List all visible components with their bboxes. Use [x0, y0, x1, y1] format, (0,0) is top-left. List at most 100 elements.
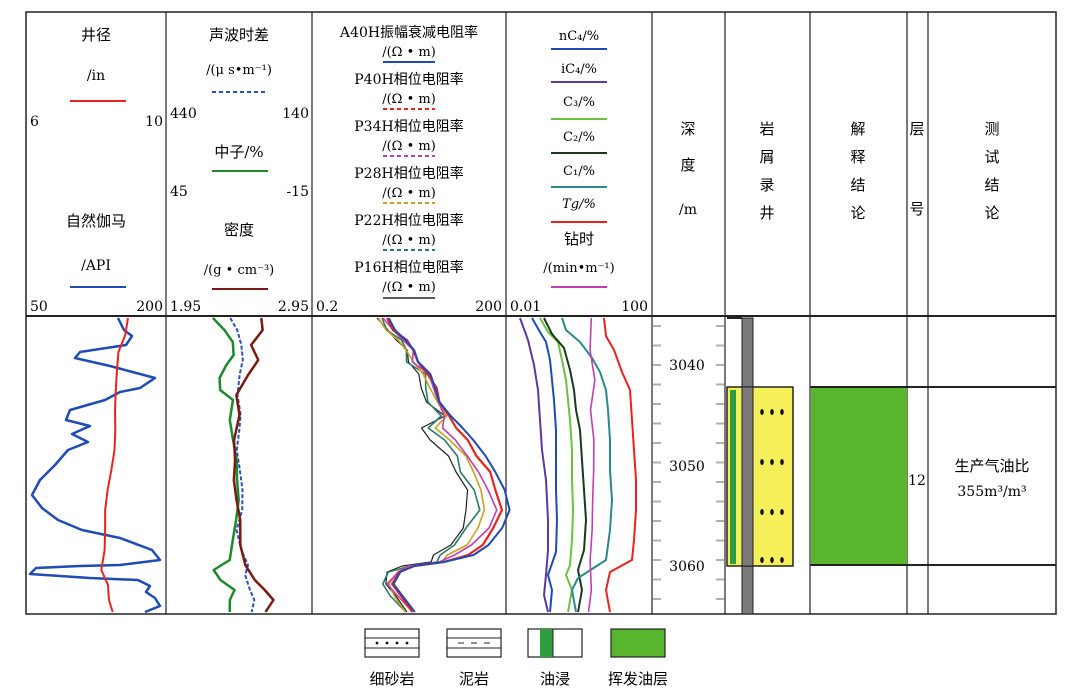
- oil-immersion-strip: [730, 390, 736, 564]
- depth-title: 深度/m: [679, 120, 697, 218]
- gas-curve-6-unit: /(min•m⁻¹): [543, 261, 614, 276]
- legend-oil-immersion-label: 油浸: [540, 670, 570, 688]
- depth-title-char: 度: [680, 156, 695, 174]
- sonic-curve: [229, 317, 256, 613]
- gas-curve-4-name: C₁/%: [563, 164, 595, 179]
- gas-curve-3-name: C₂/%: [563, 130, 595, 145]
- test-title-char: 论: [984, 204, 999, 222]
- res-curve-2-unit: /(Ω • m): [382, 139, 436, 154]
- lithology-title-char: 岩: [759, 120, 774, 138]
- sand-dot: [770, 459, 774, 465]
- gas-curve-6-name: 钻时: [564, 230, 594, 248]
- res-curve-1-unit: /(Ω • m): [382, 92, 436, 107]
- gas-tg: [603, 317, 637, 613]
- res-curve-3-unit: /(Ω • m): [382, 186, 436, 201]
- lithology-title-char: 屑: [759, 148, 774, 166]
- test-title-char: 试: [984, 148, 999, 166]
- neutron-max: -15: [286, 184, 309, 200]
- volatile-oil-layer-box: [811, 388, 907, 565]
- test-conclusion-line1: 生产气油比: [954, 457, 1029, 475]
- res-curve-5-name: P16H相位电阻率: [354, 259, 463, 276]
- sand-dot: [770, 509, 774, 515]
- lithology-column: [726, 317, 794, 615]
- gas-min: 0.01: [510, 299, 541, 315]
- legend-fine-sandstone: 细砂岩: [364, 628, 420, 688]
- gr-title: 自然伽马: [66, 212, 126, 230]
- gas-curve-1-name: iC₄/%: [561, 62, 597, 77]
- layer-title: 层号: [909, 120, 924, 218]
- sand-dot: [780, 409, 784, 415]
- depth-title-char: 深: [680, 120, 695, 138]
- legend: 细砂岩 泥岩 油浸 挥发油层: [364, 628, 668, 688]
- gas-ic4: [519, 317, 549, 613]
- neutron-curve: [211, 317, 240, 613]
- interpretation-title-char: 论: [850, 204, 865, 222]
- layer-title-char: 号: [909, 200, 924, 218]
- res-max: 200: [475, 299, 502, 315]
- interpretation-column: 12 生产气油比 355m³/m³: [810, 386, 1056, 566]
- layer-number: 12: [908, 473, 926, 489]
- depth-title-unit: /m: [679, 202, 697, 218]
- res-curve-0-name: A40H振幅衰减电阻率: [339, 24, 478, 41]
- density-unit: /(g • cm⁻³): [204, 263, 274, 278]
- sand-dot: [760, 557, 764, 563]
- density-curve: [232, 317, 275, 613]
- caliper-min: 6: [30, 114, 39, 130]
- caliper-header: 井径 /in 6 10 自然伽马 /API 50 200: [30, 26, 163, 315]
- test-conclusion-line2: 355m³/m³: [957, 484, 1026, 500]
- caliper-title: 井径: [81, 26, 111, 44]
- interpretation-title-char: 释: [850, 148, 865, 166]
- res-curve-3-name: P28H相位电阻率: [354, 165, 463, 182]
- res-curve-4-unit: /(Ω • m): [382, 233, 436, 248]
- sand-dot: [770, 409, 774, 415]
- depth-label-1: 3050: [669, 459, 705, 475]
- density-min: 1.95: [170, 299, 201, 315]
- gr-unit: /API: [81, 258, 111, 274]
- sand-dot: [770, 557, 774, 563]
- density-max: 2.95: [278, 299, 309, 315]
- resistivity-curve-3: [382, 317, 498, 613]
- res-curve-0-unit: /(Ω • m): [382, 45, 436, 60]
- gas-header: nC₄/% iC₄/% C₃/% C₂/% C₁/% Tg/% 钻时 /(min…: [510, 29, 648, 315]
- legend-mudstone-label: 泥岩: [459, 670, 489, 688]
- sonic-max: 140: [282, 106, 309, 122]
- gr-min: 50: [30, 299, 48, 315]
- layer-title-char: 层: [909, 120, 924, 138]
- gas-curve-2-name: C₃/%: [563, 95, 595, 110]
- drill-time-curve: [587, 317, 596, 613]
- caliper-curve: [100, 317, 129, 613]
- legend-mudstone: 泥岩: [446, 628, 502, 688]
- res-curve-5-unit: /(Ω • m): [382, 280, 436, 295]
- sonic-title: 声波时差: [209, 26, 269, 44]
- resistivity-header: A40H振幅衰减电阻率 /(Ω • m) P40H相位电阻率 /(Ω • m) …: [316, 24, 502, 315]
- lithology-title-char: 井: [759, 204, 774, 222]
- res-curve-2-name: P34H相位电阻率: [354, 118, 463, 135]
- gr-max: 200: [136, 299, 163, 315]
- sand-dot: [780, 459, 784, 465]
- neutron-title: 中子/%: [214, 143, 263, 161]
- interpretation-title-char: 结: [850, 176, 865, 194]
- resistivity-curve-5: [387, 317, 511, 613]
- interpretation-title-char: 解: [850, 120, 865, 138]
- test-title-char: 测: [984, 120, 999, 138]
- test-title-char: 结: [984, 176, 999, 194]
- depth-label-0: 3040: [669, 358, 705, 374]
- log-frame: [25, 11, 1057, 615]
- legend-oil-immersion: 油浸: [527, 628, 583, 688]
- sand-dot: [760, 459, 764, 465]
- gas-c1: [561, 317, 613, 613]
- res-curve-1-name: P40H相位电阻率: [354, 71, 463, 88]
- caliper-max: 10: [145, 114, 163, 130]
- gas-nc4: [531, 317, 558, 613]
- porosity-header: 声波时差 /(μ s•m⁻¹) 440 140 中子/% 45 -15 密度 /…: [170, 26, 309, 315]
- fine-sandstone-interval: [726, 386, 794, 567]
- sandstone-dots: [760, 409, 784, 563]
- legend-volatile-oil: 挥发油层: [608, 628, 668, 688]
- sonic-min: 440: [170, 106, 197, 122]
- sand-dot: [780, 557, 784, 563]
